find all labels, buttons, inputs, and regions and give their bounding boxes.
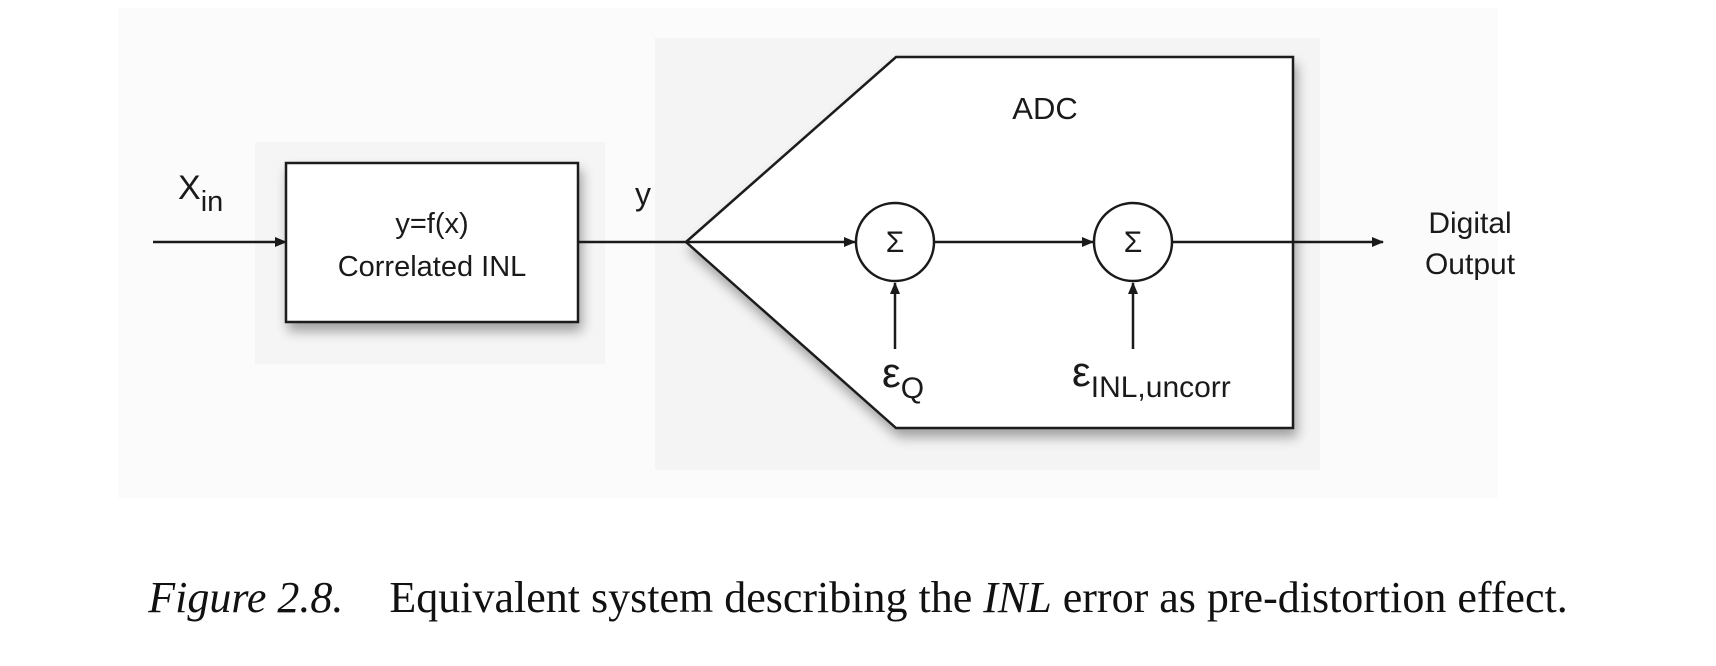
adc-label: ADC — [1012, 91, 1077, 126]
figure-number: Figure 2.8. — [148, 573, 344, 622]
signal-label: y — [635, 176, 651, 212]
inl-error-label: εINL,uncorr — [1072, 348, 1231, 404]
sum-symbol-1: Σ — [886, 226, 905, 259]
inl-block-function-label: y=f(x) — [395, 208, 468, 240]
quantization-error-label: εQ — [882, 349, 924, 405]
sum-symbol-2: Σ — [1124, 226, 1143, 259]
correlated-inl-block — [284, 161, 580, 324]
caption-text-end: error as pre-distortion effect. — [1051, 573, 1568, 622]
digital-output-label-line2: Output — [1425, 248, 1516, 281]
caption-text-start: Equivalent system describing the — [389, 573, 984, 622]
block-diagram: Xin y=f(x) Correlated INL y ADC Σ Σ εQ ε… — [153, 55, 1516, 430]
caption-emphasis: INL — [983, 573, 1052, 622]
inl-block-name-label: Correlated INL — [338, 251, 527, 283]
digital-output-label-line1: Digital — [1428, 207, 1511, 240]
figure-caption: Figure 2.8. Equivalent system describing … — [0, 572, 1716, 623]
input-label: Xin — [178, 169, 223, 218]
